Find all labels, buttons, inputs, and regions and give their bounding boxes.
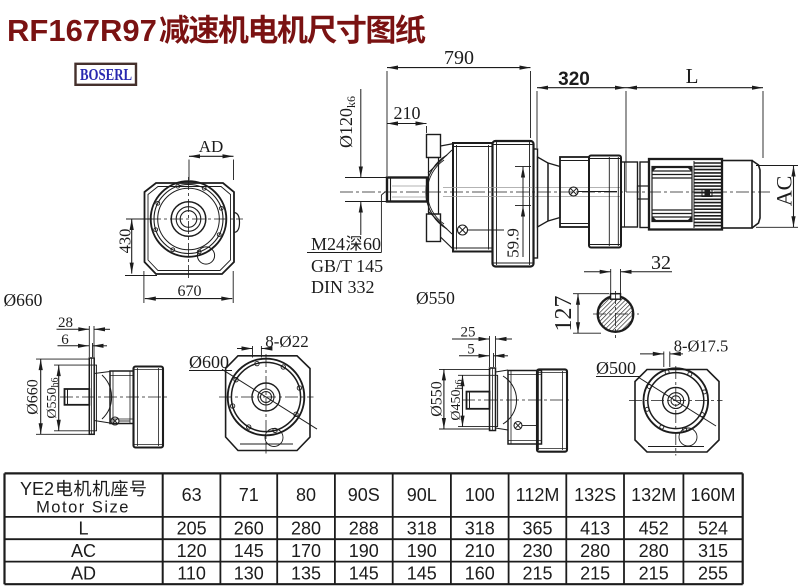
svg-text:59.9: 59.9: [503, 228, 522, 258]
svg-text:AD: AD: [199, 137, 224, 156]
svg-text:280: 280: [291, 519, 321, 539]
svg-text:Ø500: Ø500: [596, 358, 636, 378]
svg-text:524: 524: [698, 519, 728, 539]
svg-text:670: 670: [178, 283, 202, 300]
svg-text:215: 215: [639, 564, 669, 584]
svg-text:Ø550: Ø550: [428, 381, 445, 417]
svg-text:RF167R97: RF167R97: [7, 13, 157, 48]
svg-text:130: 130: [234, 564, 264, 584]
svg-text:Ø120k6: Ø120k6: [336, 96, 358, 148]
svg-text:63: 63: [182, 485, 202, 505]
svg-text:413: 413: [580, 519, 610, 539]
svg-text:288: 288: [349, 519, 379, 539]
svg-text:260: 260: [234, 519, 264, 539]
svg-text:Ø660: Ø660: [4, 290, 43, 310]
svg-text:28: 28: [58, 315, 73, 331]
svg-text:215: 215: [522, 564, 552, 584]
svg-text:Ø450h6: Ø450h6: [449, 379, 465, 420]
svg-text:320: 320: [558, 69, 590, 90]
svg-text:112M: 112M: [516, 485, 560, 505]
svg-text:8-Ø22: 8-Ø22: [265, 332, 308, 351]
svg-text:80: 80: [296, 485, 316, 505]
svg-text:71: 71: [239, 485, 259, 505]
svg-text:452: 452: [639, 519, 669, 539]
svg-text:318: 318: [465, 519, 495, 539]
svg-text:315: 315: [698, 541, 728, 561]
svg-text:318: 318: [407, 519, 437, 539]
svg-text:25: 25: [461, 325, 476, 341]
svg-text:210: 210: [394, 103, 421, 123]
svg-text:Motor Size: Motor Size: [36, 499, 130, 517]
svg-text:132M: 132M: [631, 485, 676, 505]
svg-text:GB/T 145: GB/T 145: [311, 256, 383, 276]
svg-text:M24: M24: [311, 234, 345, 254]
svg-text:8-Ø17.5: 8-Ø17.5: [674, 337, 729, 356]
svg-text:5: 5: [467, 342, 475, 358]
svg-text:215: 215: [580, 564, 610, 584]
svg-text:190: 190: [349, 541, 379, 561]
svg-text:145: 145: [349, 564, 379, 584]
svg-text:145: 145: [234, 541, 264, 561]
svg-text:127: 127: [551, 296, 577, 332]
svg-text:170: 170: [291, 541, 321, 561]
svg-text:430: 430: [116, 229, 135, 254]
svg-text:365: 365: [522, 519, 552, 539]
svg-text:255: 255: [698, 564, 728, 584]
svg-text:60: 60: [363, 234, 381, 254]
svg-text:160M: 160M: [690, 485, 735, 505]
svg-text:280: 280: [580, 541, 610, 561]
svg-text:230: 230: [522, 541, 552, 561]
svg-text:160: 160: [465, 564, 495, 584]
svg-text:90S: 90S: [348, 485, 380, 505]
svg-text:Ø600: Ø600: [189, 352, 229, 372]
svg-text:145: 145: [407, 564, 437, 584]
svg-text:DIN 332: DIN 332: [311, 277, 375, 297]
svg-text:YE2: YE2: [20, 479, 54, 499]
svg-text:135: 135: [291, 564, 321, 584]
svg-text:190: 190: [407, 541, 437, 561]
svg-text:132S: 132S: [574, 485, 616, 505]
svg-text:Ø660: Ø660: [24, 379, 41, 415]
svg-text:32: 32: [651, 252, 671, 274]
svg-text:AD: AD: [71, 564, 96, 584]
svg-text:BOSERL: BOSERL: [80, 65, 132, 84]
svg-text:Ø550: Ø550: [416, 288, 455, 308]
svg-text:Ø550h6: Ø550h6: [45, 377, 61, 418]
svg-text:210: 210: [465, 541, 495, 561]
svg-text:205: 205: [177, 519, 207, 539]
svg-text:280: 280: [639, 541, 669, 561]
svg-text:L: L: [686, 64, 699, 88]
svg-text:110: 110: [177, 564, 206, 584]
svg-text:AC: AC: [71, 541, 96, 561]
svg-text:6: 6: [61, 332, 69, 348]
svg-text:90L: 90L: [407, 485, 437, 505]
svg-text:120: 120: [177, 541, 207, 561]
svg-text:790: 790: [444, 47, 474, 69]
svg-text:AC: AC: [772, 176, 797, 207]
svg-text:L: L: [78, 519, 88, 539]
svg-text:100: 100: [465, 485, 495, 505]
